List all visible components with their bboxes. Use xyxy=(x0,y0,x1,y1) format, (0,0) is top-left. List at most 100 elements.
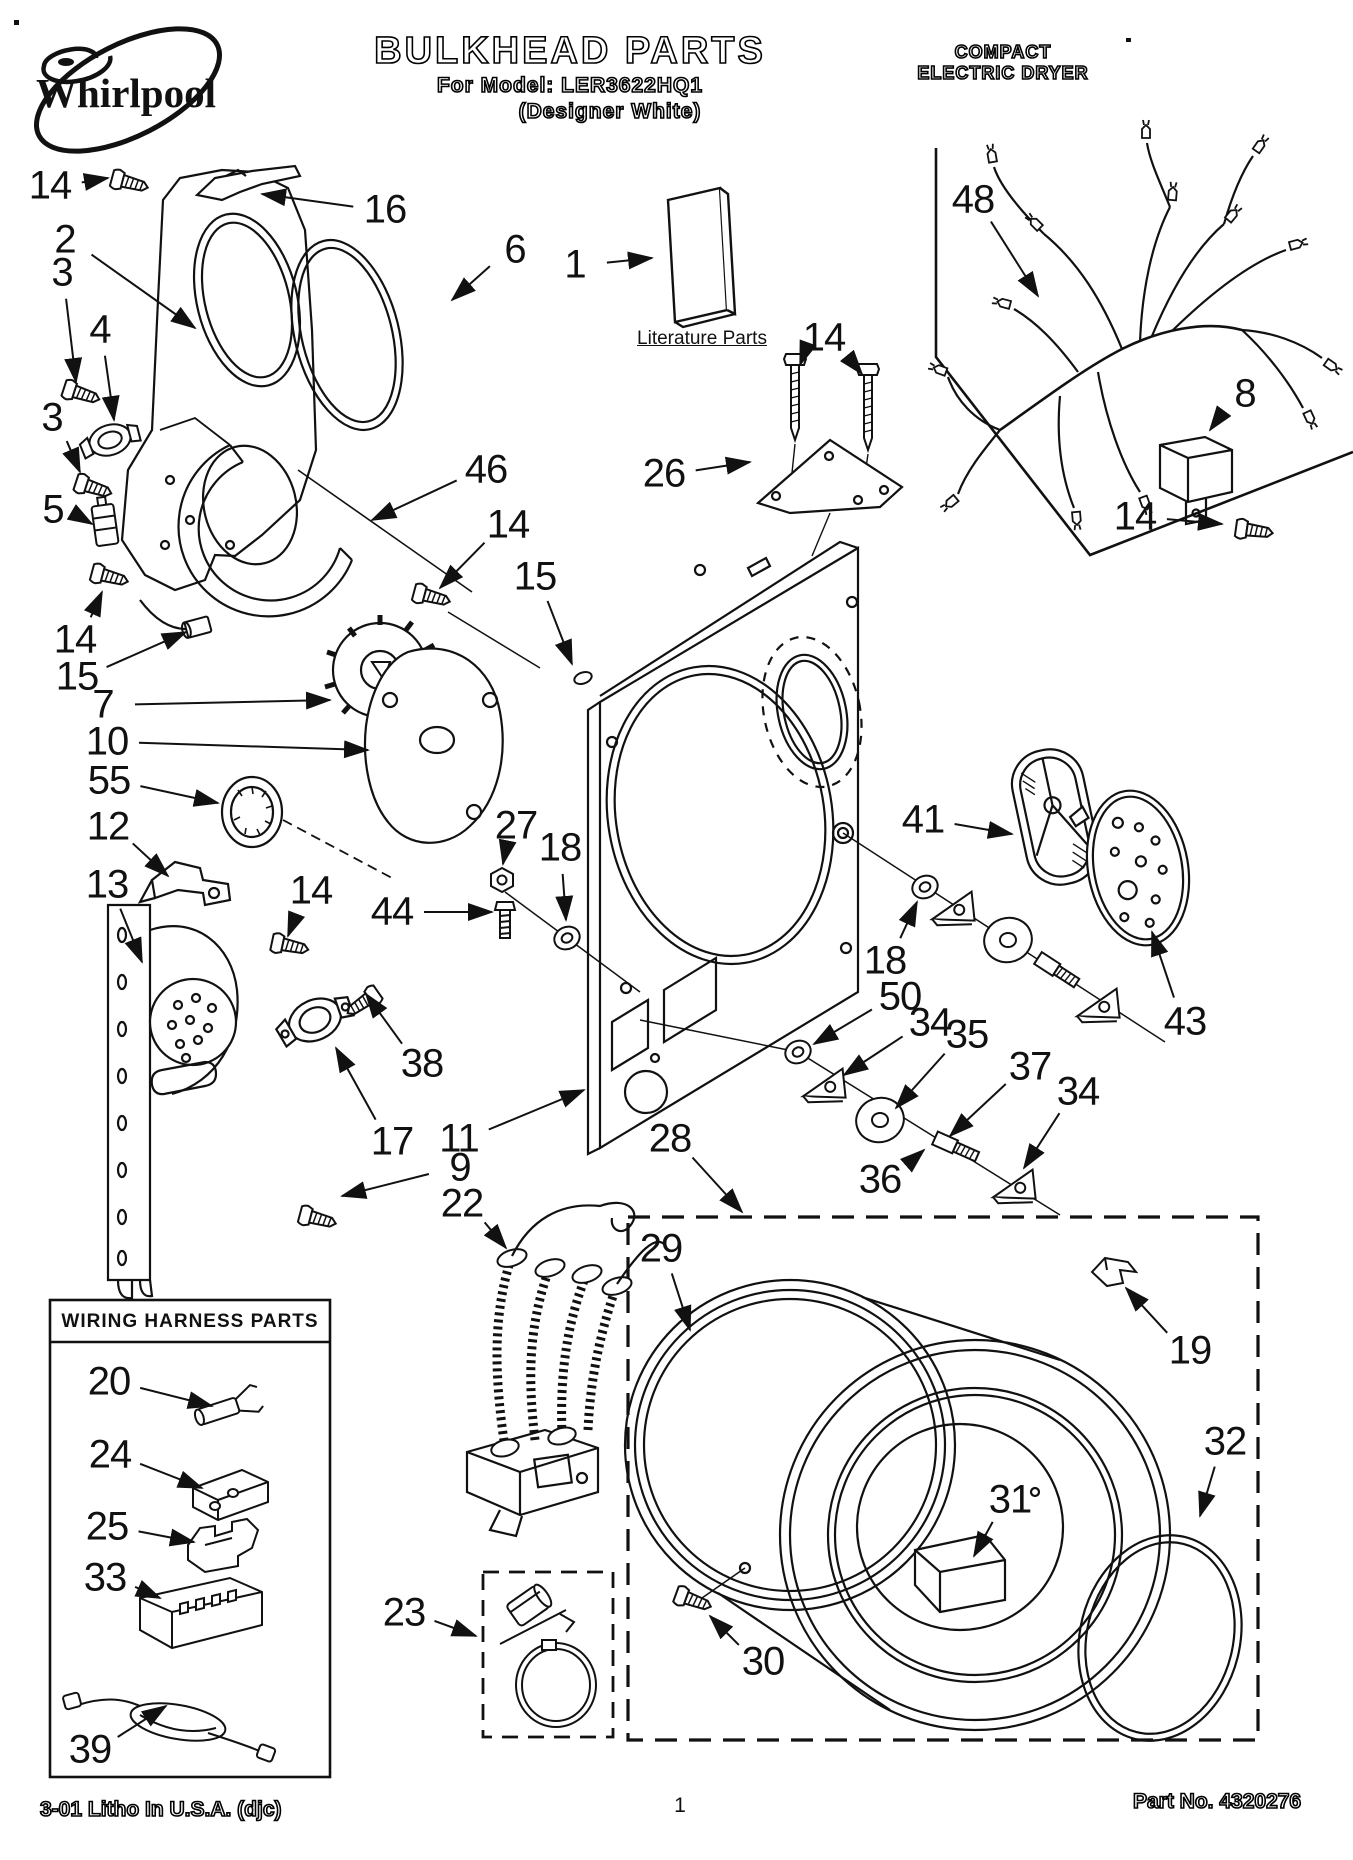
callout-14: 14 xyxy=(1113,494,1157,539)
callout-leader-50 xyxy=(812,1008,873,1046)
callout-leader-13 xyxy=(119,908,143,964)
front-seal-drawing xyxy=(1077,1534,1243,1742)
callout-39: 39 xyxy=(68,1727,112,1772)
callout-leader-46 xyxy=(370,479,458,521)
callout-44: 44 xyxy=(370,889,414,934)
callout-14: 14 xyxy=(28,163,72,208)
callout-leader-3 xyxy=(64,298,83,384)
callout-leader-8 xyxy=(1208,405,1232,432)
callout-leader-11 xyxy=(488,1089,586,1131)
connector-25-drawing xyxy=(187,1517,260,1574)
blower-cover-drawing xyxy=(363,647,504,844)
screw-leader xyxy=(447,611,541,669)
callout-leader-30 xyxy=(708,1614,740,1646)
callout-leader-34 xyxy=(842,1035,904,1077)
callout-leader-7 xyxy=(134,691,332,710)
callout-37: 37 xyxy=(1008,1044,1052,1089)
callout-22: 22 xyxy=(440,1181,484,1226)
callout-leader-33 xyxy=(134,1580,162,1599)
callout-5: 5 xyxy=(42,487,64,532)
callout-14: 14 xyxy=(53,617,97,662)
roller-axis-upper-drawing xyxy=(842,832,1166,1043)
callout-46: 46 xyxy=(464,447,508,492)
callout-leader-1 xyxy=(606,251,654,270)
callout-13: 13 xyxy=(85,862,129,907)
tie-kit-drawing xyxy=(481,1570,615,1739)
callout-leader-17 xyxy=(335,1046,377,1121)
callout-6: 6 xyxy=(504,227,526,272)
callout-leader-32 xyxy=(1198,1466,1216,1518)
callout-leader-18 xyxy=(898,900,918,939)
footer-page-number: 1 xyxy=(674,1794,686,1817)
callout-28: 28 xyxy=(648,1116,692,1161)
callout-12: 12 xyxy=(86,804,130,849)
callout-2: 2 xyxy=(54,217,76,262)
callout-leader-48 xyxy=(990,220,1040,298)
callout-leader-3 xyxy=(62,440,81,474)
callout-38: 38 xyxy=(400,1041,444,1086)
callout-leader-38 xyxy=(364,992,403,1045)
callout-3: 3 xyxy=(41,395,63,440)
callout-leader-14 xyxy=(438,541,486,590)
callout-leader-34 xyxy=(1022,1112,1061,1170)
product-line-2: ELECTRIC DRYER xyxy=(917,62,1089,84)
lint-grille-drawing xyxy=(1010,748,1100,886)
callout-leader-31 xyxy=(973,1521,994,1558)
callout-leader-4 xyxy=(101,355,120,422)
corner-bracket-drawing xyxy=(755,352,904,557)
product-type: COMPACT ELECTRIC DRYER xyxy=(917,41,1089,84)
callout-leader-27 xyxy=(498,838,517,866)
callout-leader-14 xyxy=(1166,512,1224,531)
callout-leader-10 xyxy=(138,740,370,759)
wiring-box-title: WIRING HARNESS PARTS xyxy=(61,1311,319,1332)
felt-seal-drawing xyxy=(159,416,354,618)
brand-name: Whirlpool xyxy=(36,70,216,116)
vent-plate-drawing xyxy=(1068,789,1191,947)
callout-leader-41 xyxy=(954,821,1014,839)
callout-17: 17 xyxy=(370,1119,414,1164)
callout-33: 33 xyxy=(83,1555,127,1600)
callout-leader-18 xyxy=(555,873,574,922)
callout-leader-39 xyxy=(117,1704,168,1738)
literature-label: Literature Parts xyxy=(637,328,767,349)
connector-33-drawing xyxy=(139,1576,263,1650)
footer-part-number: Part No. 4320276 xyxy=(1132,1789,1302,1814)
callout-leader-35 xyxy=(894,1052,946,1110)
callout-leader-37 xyxy=(948,1083,1007,1138)
callout-leader-22 xyxy=(483,1221,508,1250)
wiring-harness-drawing xyxy=(926,118,1353,557)
rear-bulkhead-drawing xyxy=(120,164,473,631)
callout-34: 34 xyxy=(908,1000,952,1045)
callout-14: 14 xyxy=(486,502,530,547)
callout-leader-14 xyxy=(81,173,110,191)
callout-50: 50 xyxy=(878,974,922,1019)
callout-leader-14 xyxy=(839,349,864,376)
callout-leader-25 xyxy=(138,1528,196,1547)
heating-element-drawing xyxy=(465,1201,665,1538)
roller-axis-lower-drawing xyxy=(639,1019,1061,1216)
callout-34: 34 xyxy=(1056,1069,1100,1114)
spacer-drawing xyxy=(181,615,213,639)
callout-14: 14 xyxy=(289,868,333,913)
callout-9: 9 xyxy=(449,1145,471,1190)
callout-leader-14 xyxy=(83,590,103,618)
literature-book xyxy=(666,186,737,329)
callout-36: 36 xyxy=(858,1157,902,1202)
clip-19-drawing xyxy=(1090,1256,1139,1288)
callout-leader-14 xyxy=(799,339,817,367)
callout-15: 15 xyxy=(55,654,99,699)
callout-leader-12 xyxy=(132,842,170,878)
callout-leader-55 xyxy=(140,785,220,807)
callout-29: 29 xyxy=(639,1226,683,1271)
callout-24: 24 xyxy=(88,1432,132,1477)
callout-leader-16 xyxy=(260,188,354,208)
callout-10: 10 xyxy=(85,719,129,764)
callout-leader-43 xyxy=(1151,930,1175,998)
terminal-20-drawing xyxy=(193,1383,264,1426)
thermostat-drawing xyxy=(274,995,356,1049)
callout-35: 35 xyxy=(945,1012,989,1057)
callout-19: 19 xyxy=(1168,1328,1212,1373)
page-title: BULKHEAD PARTS xyxy=(373,29,766,73)
